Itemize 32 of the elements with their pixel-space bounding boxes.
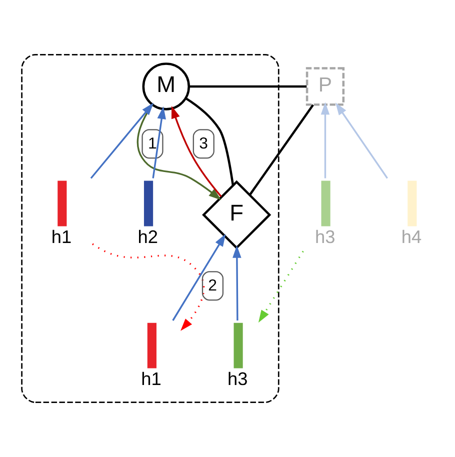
arrow — [171, 106, 222, 198]
node-label: h2 — [138, 227, 158, 248]
connector — [249, 104, 314, 196]
node-diamond: F — [202, 180, 272, 250]
node-circle: M — [142, 62, 190, 110]
edge-label: 2 — [208, 278, 218, 295]
node-label: h4 — [401, 227, 422, 248]
arrow — [152, 106, 166, 178]
node-label: h1 — [141, 369, 162, 390]
cluster — [21, 54, 280, 404]
arrow — [258, 250, 304, 323]
arrow — [136, 104, 222, 200]
node-box — [147, 322, 156, 368]
node-box — [58, 180, 67, 226]
node-label: h3 — [228, 369, 248, 390]
node-label: h1 — [51, 227, 72, 248]
arrow — [335, 102, 388, 179]
node-label: h3 — [315, 227, 336, 248]
node-box — [144, 180, 154, 226]
connector — [189, 85, 307, 88]
connector — [185, 97, 234, 186]
node-box — [408, 180, 417, 226]
node-box — [234, 322, 243, 368]
node-box — [321, 180, 330, 226]
arrow — [232, 245, 242, 320]
arrow — [320, 102, 330, 178]
node-box: P — [306, 67, 345, 106]
arrow — [172, 234, 226, 321]
arrow — [92, 243, 205, 331]
edge-label: 3 — [199, 136, 208, 153]
edge-label: 1 — [148, 136, 157, 153]
arrow — [90, 102, 154, 179]
